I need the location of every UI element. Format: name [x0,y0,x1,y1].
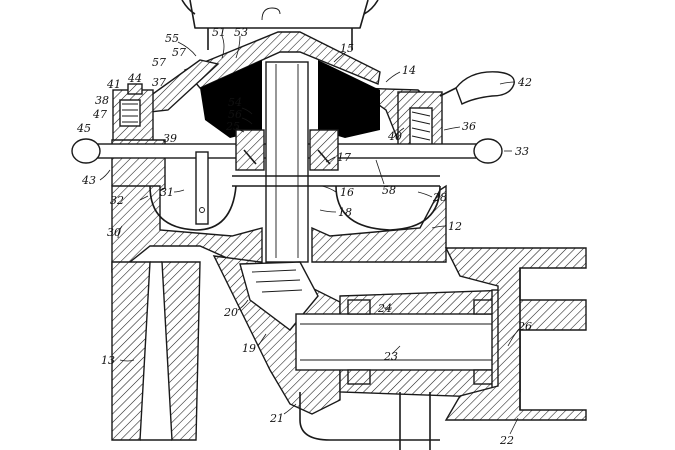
spindle [235,61,339,263]
label-42: 42 [517,76,532,89]
label-33: 33 [515,145,529,158]
hopper [181,0,379,50]
label-55: 55 [165,32,179,45]
label-40: 40 [387,130,402,143]
label-26: 26 [517,320,532,333]
pulley [444,247,587,421]
label-39: 39 [163,132,177,145]
label-53: 53 [234,26,248,39]
label-12: 12 [448,220,462,233]
label-14: 14 [402,64,416,77]
bevel-gear [212,255,341,415]
label-44: 44 [127,72,142,85]
label-31: 31 [160,186,174,199]
label-47: 47 [92,108,107,121]
label-57b: 57 [152,56,166,69]
label-43: 43 [81,174,96,187]
label-22: 22 [499,434,514,447]
shaft-housing [295,289,521,401]
label-23: 23 [383,350,398,363]
label-25: 25 [225,120,240,133]
label-24: 24 [377,302,392,315]
label-51: 51 [212,26,226,39]
label-13: 13 [101,354,115,367]
label-58: 58 [382,184,396,197]
reference-numerals: 55 57 57 51 53 15 14 42 41 44 37 38 47 5… [76,26,532,447]
leader-lines [99,35,519,435]
rod-31 [195,151,209,225]
right-clamp [397,71,515,153]
label-56: 56 [228,108,242,121]
left-column [111,261,201,441]
lower-base [299,392,440,450]
label-28: 28 [432,191,447,204]
label-16: 16 [340,186,354,199]
label-45: 45 [76,122,91,135]
label-30: 30 [107,226,121,239]
label-54: 54 [228,96,242,109]
label-37: 37 [152,76,166,89]
label-17: 17 [337,151,351,164]
label-36: 36 [462,120,476,133]
label-18: 18 [338,206,352,219]
label-57a: 57 [172,46,186,59]
label-19: 19 [242,342,256,355]
label-41: 41 [106,78,121,91]
label-38: 38 [95,94,109,107]
label-21: 21 [269,412,284,425]
label-32: 32 [110,194,124,207]
label-20: 20 [223,306,238,319]
label-15: 15 [340,42,354,55]
